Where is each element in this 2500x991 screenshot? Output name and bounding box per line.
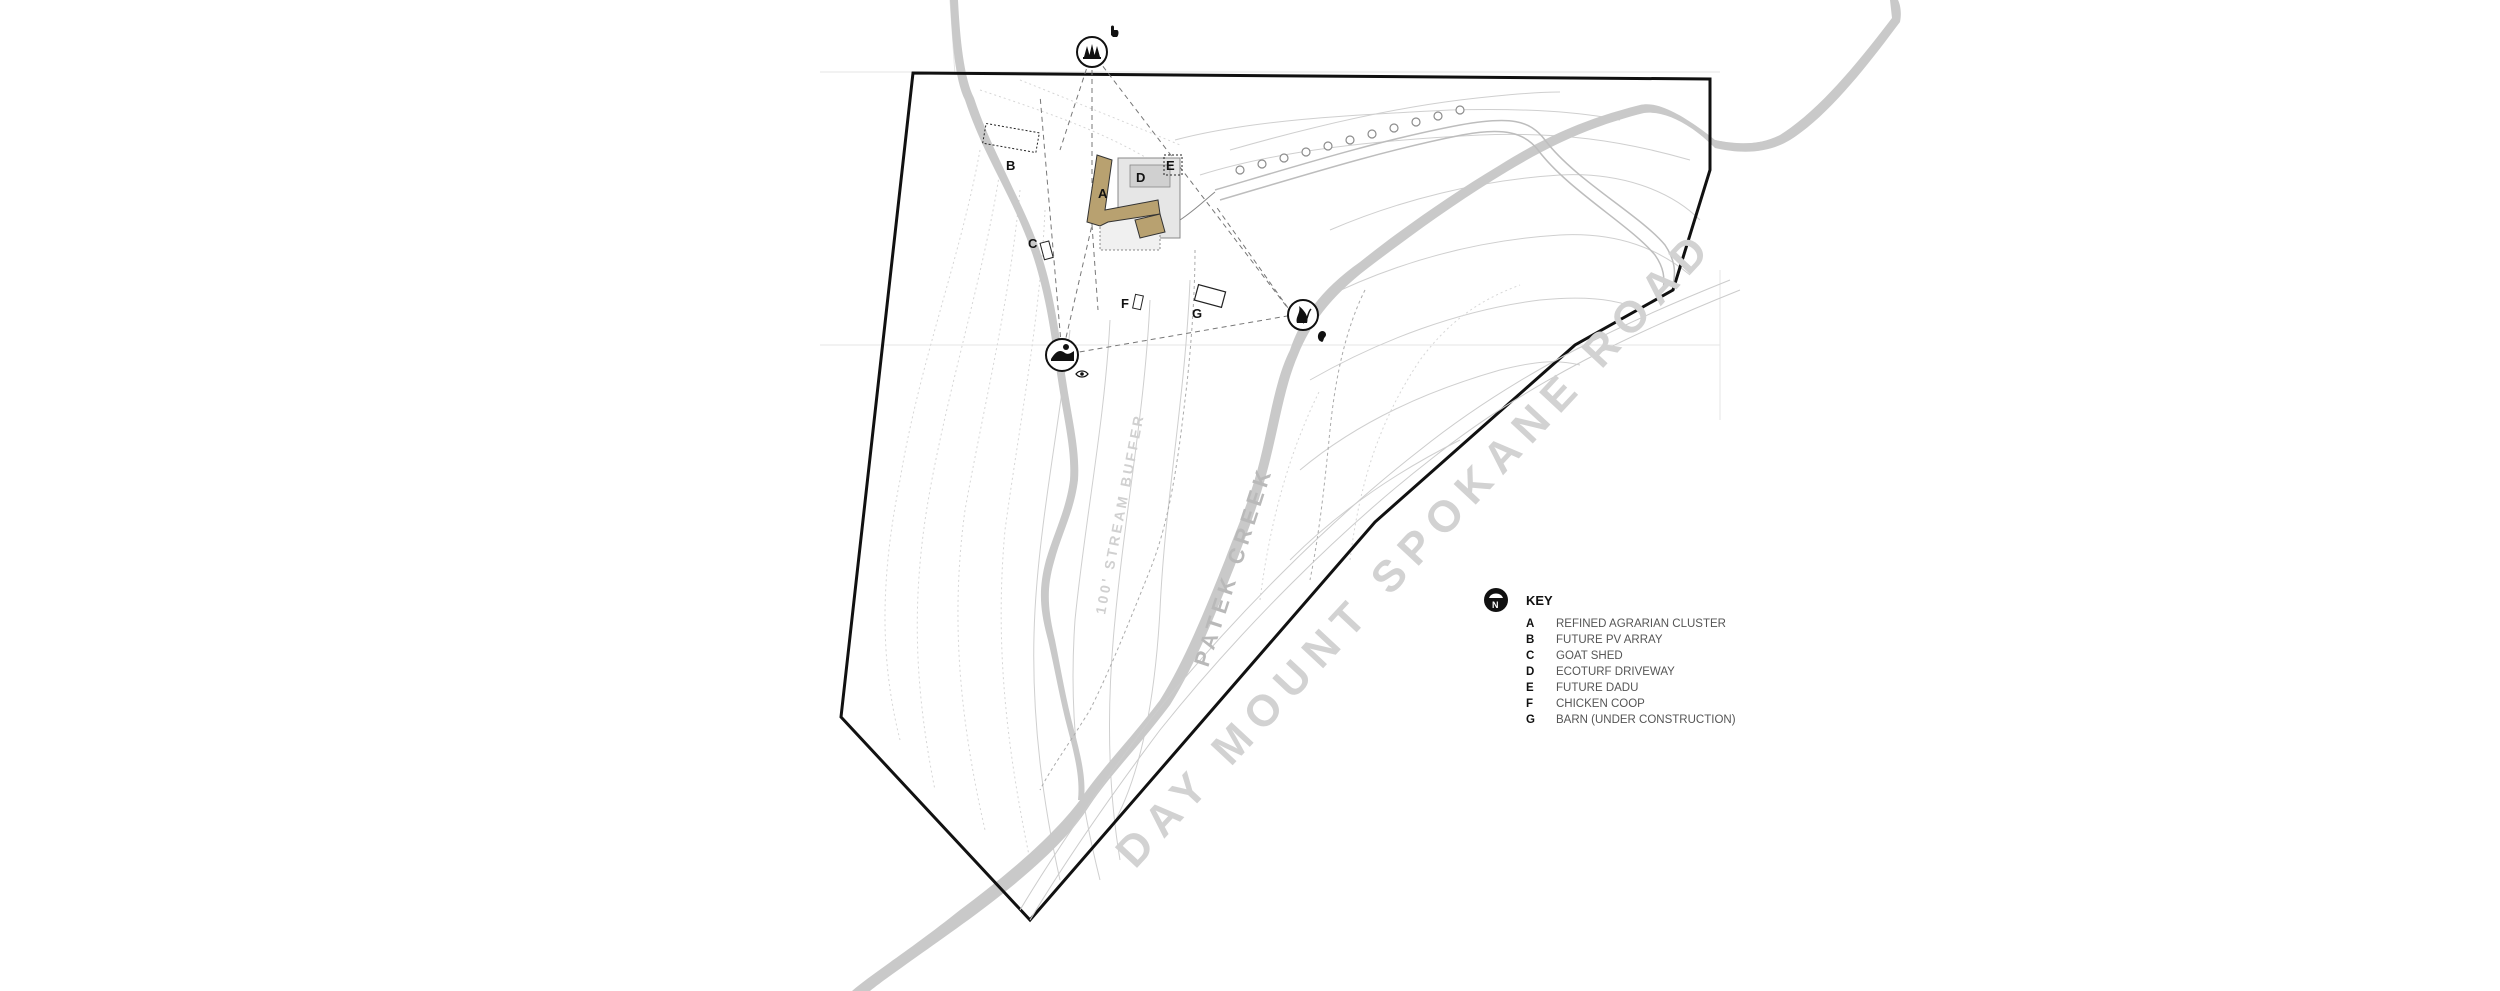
goat-shed xyxy=(1039,240,1054,261)
key-item: GOAT SHED xyxy=(1556,650,1623,662)
stream-buffer-lines xyxy=(1039,249,1366,791)
label-g: G xyxy=(1192,306,1202,321)
creek-label: PATEK CREEK xyxy=(1189,463,1277,670)
contour-lines-east xyxy=(1174,109,1701,601)
stream-icon xyxy=(1287,299,1319,331)
key-item: BARN (UNDER CONSTRUCTION) xyxy=(1556,714,1736,726)
key-item: FUTURE PV ARRAY xyxy=(1556,634,1663,646)
day-mount-spokane-road xyxy=(1019,279,1741,921)
key-letter: B xyxy=(1526,634,1534,646)
west-tributary-channel xyxy=(950,0,1085,800)
key-item: CHICKEN COOP xyxy=(1556,698,1645,710)
barn xyxy=(1193,283,1227,309)
forest-icon xyxy=(1076,36,1108,68)
key-letter: D xyxy=(1526,666,1534,678)
label-c: C xyxy=(1028,236,1038,251)
north-arrow-icon: N xyxy=(1484,588,1508,612)
north-label: N xyxy=(1492,600,1499,610)
creek-channels xyxy=(852,0,1901,991)
key-letter: E xyxy=(1526,682,1534,694)
map-key: N KEY A REFINED AGRARIAN CLUSTER B FUTUR… xyxy=(1484,588,1736,726)
stream-buffer-label: 100' STREAM BUFFER xyxy=(1092,412,1147,616)
label-a: A xyxy=(1098,186,1108,201)
label-b: B xyxy=(1006,158,1015,173)
agrarian-cluster xyxy=(1086,154,1216,251)
creek-east-reach xyxy=(1715,136,1785,151)
chicken-coop xyxy=(1132,293,1144,311)
key-title: KEY xyxy=(1526,593,1553,608)
ear-icon xyxy=(1317,331,1326,342)
tree-row xyxy=(1235,105,1465,175)
key-letter: G xyxy=(1526,714,1535,726)
driveway xyxy=(1214,119,1676,291)
key-letter: F xyxy=(1526,698,1533,710)
key-item: FUTURE DADU xyxy=(1556,682,1638,694)
contour-lines-north xyxy=(979,79,1561,161)
key-item: ECOTURF DRIVEWAY xyxy=(1556,666,1675,678)
label-e: E xyxy=(1166,158,1175,173)
future-dadu-outline xyxy=(1163,154,1183,176)
hand-icon xyxy=(1111,25,1119,37)
building-a-wing xyxy=(1134,213,1166,239)
landscape-view-icon xyxy=(1045,338,1079,372)
property-boundary xyxy=(839,71,1712,923)
view-lines xyxy=(1039,51,1294,356)
label-f: F xyxy=(1121,296,1129,311)
key-item: REFINED AGRARIAN CLUSTER xyxy=(1556,618,1726,630)
key-letter: C xyxy=(1526,650,1534,662)
key-letter: A xyxy=(1526,618,1534,630)
eye-icon xyxy=(1075,370,1089,378)
label-d: D xyxy=(1136,170,1145,185)
